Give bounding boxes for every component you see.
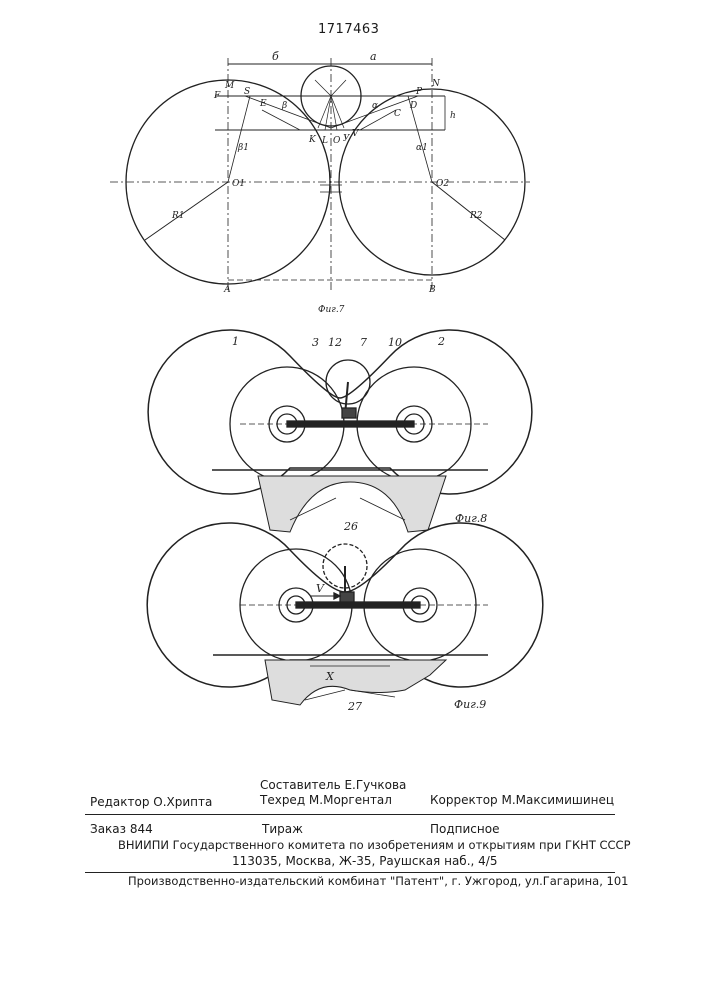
label-10: 10 [388,336,402,349]
o1-label: О1 [232,179,245,189]
figure-7 [110,58,530,290]
label-26: 26 [343,520,358,533]
figure-9 [147,523,543,705]
n-label: N [431,79,441,89]
x-label: X [325,670,335,683]
r2-label: R2 [469,211,483,221]
vniipi-line: ВНИИПИ Государственного комитета по изоб… [118,838,631,852]
r1-label: R1 [171,211,185,221]
o2-label: О2 [436,179,449,189]
fig9-caption: Фиг.9 [454,698,486,711]
b-bottom-label: В [428,285,436,295]
beta-label: β [281,101,287,111]
label-3: 3 [312,336,319,349]
printer-line: Производственно-издательский комбинат "П… [128,874,628,888]
figure-8 [148,330,532,532]
f-label: F [213,91,221,101]
l-label: L [321,136,328,146]
m-label: M [224,81,235,91]
compiler-line: Составитель Е.Гучкова [260,778,406,792]
e-label: E [259,99,267,109]
c-label: C [394,109,401,119]
fig7-caption: Фиг.7 [318,305,345,315]
order-line: Заказ 844 [90,822,153,836]
corrector-line: Корректор М.Максимишинец [430,793,614,807]
o-label: O [333,136,341,146]
techred-line: Техред М.Моргентал [260,793,392,807]
label-12: 12 [328,336,342,349]
podpisnoe-line: Подписное [430,822,499,836]
k-label: K [308,135,317,145]
d-label: D [409,101,417,111]
label-7: 7 [360,336,367,349]
beta1-label: β1 [237,143,249,153]
alpha1-label: α1 [416,143,428,153]
label-2: 2 [437,335,445,348]
dim-b-label: б [272,50,279,63]
address-line: 113035, Москва, Ж-35, Раушская наб., 4/5 [232,854,497,868]
editor-line: Редактор О.Хрипта [90,795,212,809]
tirazh-line: Тираж [262,822,303,836]
alpha-label: α [372,101,378,111]
v-arrow-label: V [316,582,325,595]
label-1: 1 [232,335,239,348]
s-label: S [244,87,250,97]
footer-divider-bottom [85,872,615,873]
dim-a-label: а [370,50,377,63]
a-bottom-label: А [223,285,231,295]
footer-divider-top [85,814,615,815]
h-label: h [450,111,456,121]
p-label: P [415,87,423,97]
label-27: 27 [347,700,362,713]
